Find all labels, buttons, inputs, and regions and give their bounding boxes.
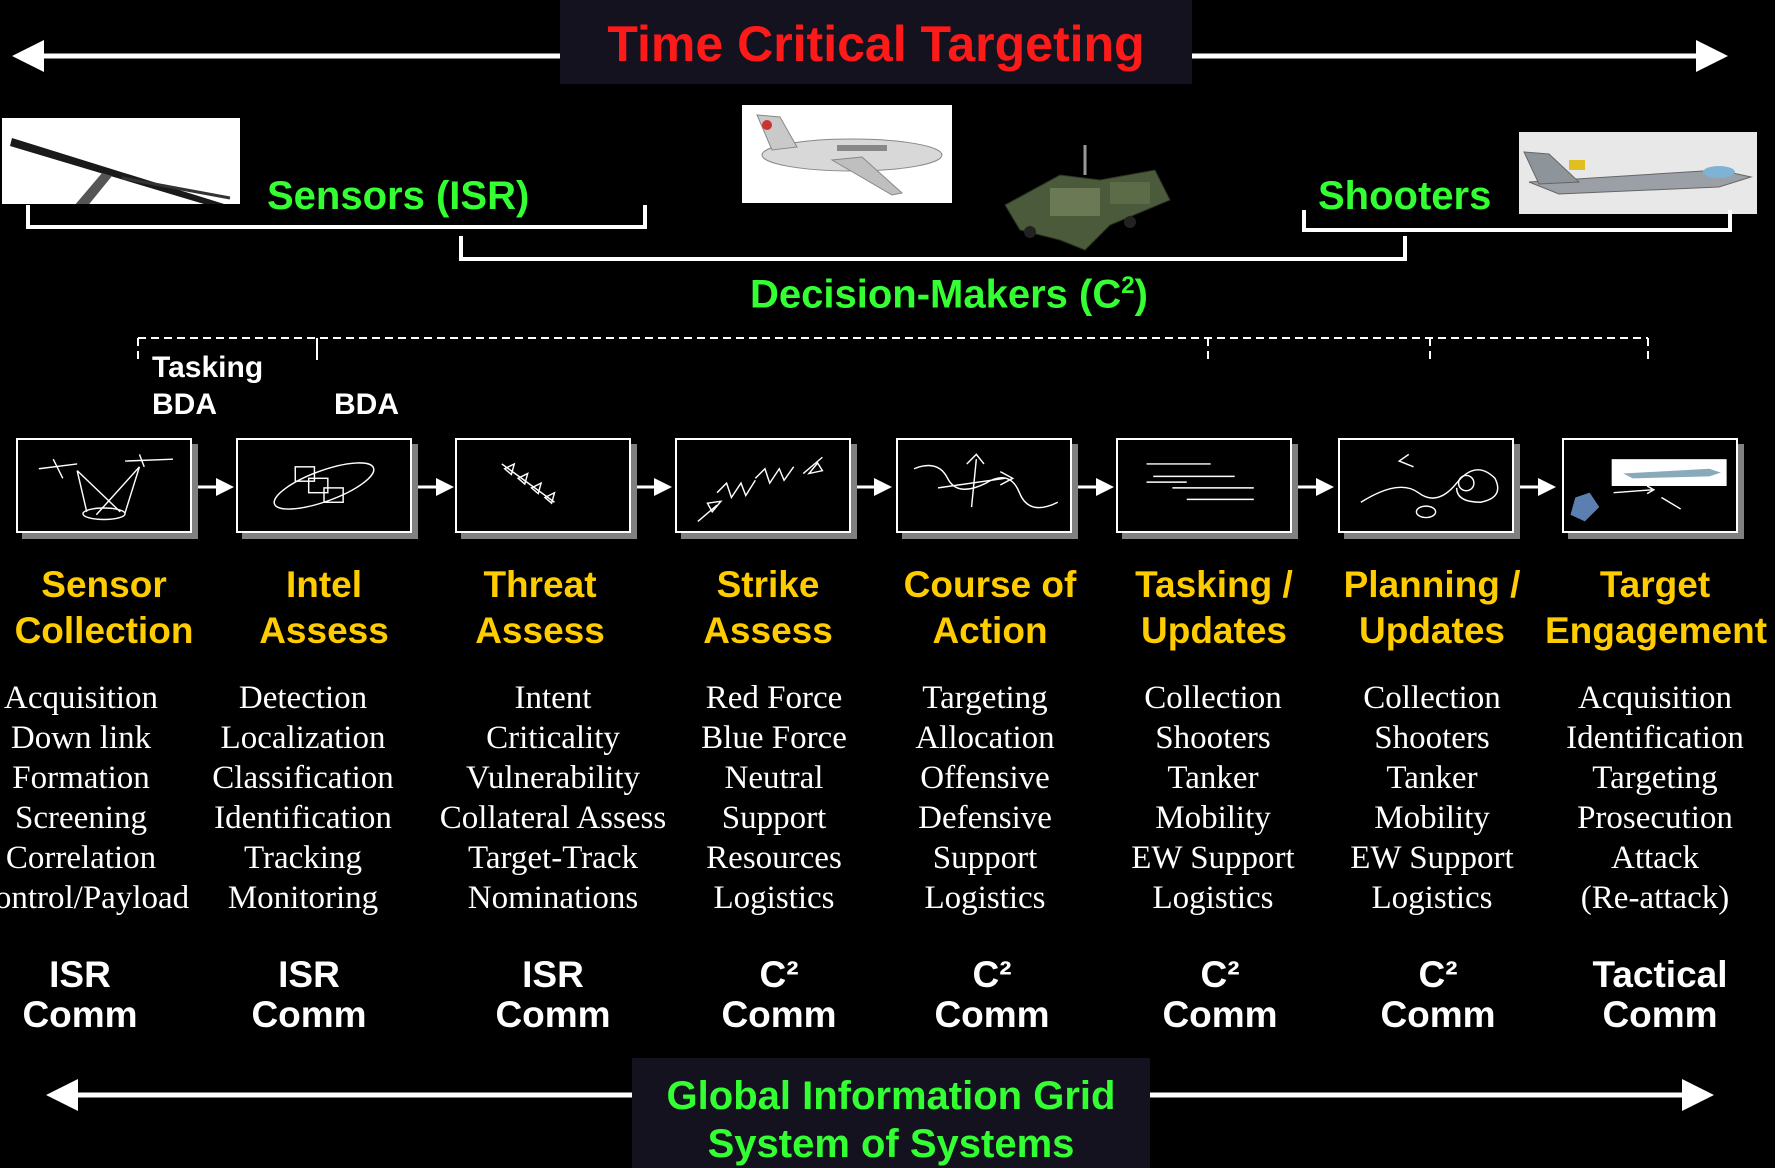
group-brackets xyxy=(26,205,1732,360)
global-information-grid: Global Information Grid System of System… xyxy=(632,1058,1150,1168)
shooters-label: Shooters xyxy=(1318,174,1492,218)
sensors-label: Sensors (ISR) xyxy=(267,174,530,218)
intel-assess-icon xyxy=(236,438,412,533)
target-engagement-icon xyxy=(1562,438,1738,533)
bda-label-2: BDA xyxy=(334,388,399,421)
step-title: Planning /Updates xyxy=(1343,564,1521,651)
sensor-collection-icon xyxy=(16,438,192,533)
ground-command-station-image xyxy=(990,130,1175,255)
strike-assess-icon xyxy=(675,438,851,533)
decision-makers-label: Decision-Makers (C2) xyxy=(750,272,1148,317)
tasking-label: Tasking xyxy=(152,351,264,384)
flow-arrows xyxy=(194,478,1556,496)
threat-assess-icon xyxy=(455,438,631,533)
fighter-jet-image xyxy=(1519,132,1757,214)
planning-updates-icon xyxy=(1338,438,1514,533)
surveillance-aircraft-image xyxy=(742,105,952,203)
page-title: Time Critical Targeting xyxy=(560,0,1192,84)
grid-arrow xyxy=(46,1079,1714,1111)
uav-aircraft-image xyxy=(2,118,240,213)
title-arrow xyxy=(12,40,1728,72)
bda-label-1: BDA xyxy=(152,388,217,421)
course-of-action-icon xyxy=(896,438,1072,533)
step-title: Tasking /Updates xyxy=(1135,564,1293,651)
tasking-updates-icon xyxy=(1116,438,1292,533)
